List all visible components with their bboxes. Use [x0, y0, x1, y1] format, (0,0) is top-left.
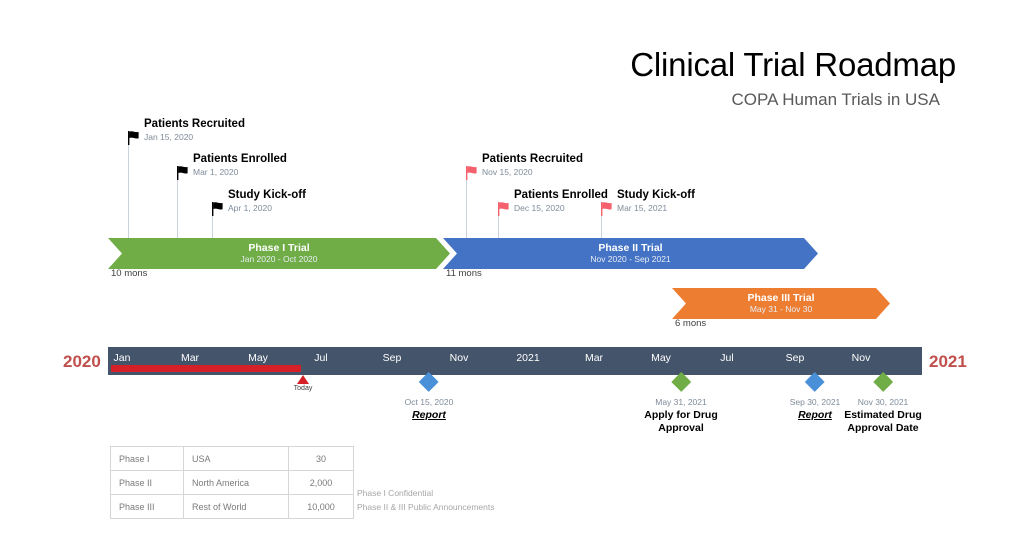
milestone-connector-line: [466, 166, 467, 241]
milestone-title: Study Kick-off: [617, 189, 695, 201]
today-triangle-icon: [297, 375, 309, 384]
flag-icon-red: [466, 166, 482, 180]
flag-icon-black: [177, 166, 193, 180]
table-cell-phase: Phase II: [110, 470, 184, 495]
milestone-date: Mar 15, 2021: [617, 203, 668, 213]
axis-tick-label: Mar: [180, 352, 200, 364]
event-date: Sep 30, 2021: [789, 397, 841, 407]
milestone-date: Apr 1, 2020: [228, 203, 272, 213]
phase-duration-label: 10 mons: [111, 268, 148, 279]
axis-tick-label: Jul: [314, 352, 328, 364]
milestone-connector-line: [177, 166, 178, 241]
axis-tick-label: Sep: [785, 352, 805, 364]
table-cell-region: USA: [183, 446, 289, 471]
axis-tick-label: Jul: [720, 352, 734, 364]
milestone-title: Patients Recruited: [482, 153, 583, 165]
axis-tick-label: Nov: [851, 352, 871, 364]
phase-name: Phase III Trial: [747, 292, 815, 304]
flag-icon-red: [601, 202, 617, 216]
axis-tick-label: Jan: [113, 352, 131, 364]
event-date: May 31, 2021: [655, 397, 707, 407]
event-label: Report: [412, 409, 446, 421]
phase-duration-label: 6 mons: [675, 318, 707, 329]
milestone-date: Mar 1, 2020: [193, 167, 239, 177]
milestone-connector-line: [128, 131, 129, 241]
axis-year-start: 2020: [63, 352, 101, 371]
today-label: Today: [293, 385, 313, 392]
milestone-date: Nov 15, 2020: [482, 167, 533, 177]
milestone-title: Patients Enrolled: [514, 189, 608, 201]
footnote-line: Phase II & III Public Announcements: [357, 502, 495, 512]
event-date: Oct 15, 2020: [404, 397, 454, 407]
table-cell-count: 30: [288, 446, 354, 471]
axis-tick-label: Nov: [449, 352, 469, 364]
milestone-connector-line: [212, 202, 213, 241]
phase-name: Phase I Trial: [248, 242, 310, 254]
event-date: Nov 30, 2021: [857, 397, 909, 407]
table-cell-count: 10,000: [288, 494, 354, 519]
flag-icon-black: [128, 131, 144, 145]
axis-tick-label: Sep: [382, 352, 402, 364]
axis-year-end: 2021: [929, 352, 967, 371]
flag-icon-black: [212, 202, 228, 216]
axis-tick-label: May: [651, 352, 671, 364]
flag-icon-red: [498, 202, 514, 216]
timeline-progress-bar: [111, 365, 301, 372]
axis-tick-label: 2021: [516, 352, 540, 364]
table-cell-count: 2,000: [288, 470, 354, 495]
milestone-title: Patients Enrolled: [193, 153, 287, 165]
table-cell-region: North America: [183, 470, 289, 495]
phase-date-range: May 31 - Nov 30: [749, 304, 813, 314]
table-cell-region: Rest of World: [183, 494, 289, 519]
phase-duration-label: 11 mons: [446, 268, 482, 279]
milestone-connector-line: [498, 202, 499, 241]
axis-tick-label: May: [248, 352, 268, 364]
axis-tick-label: Mar: [584, 352, 604, 364]
milestone-date: Dec 15, 2020: [514, 203, 565, 213]
milestone-title: Patients Recruited: [144, 118, 245, 130]
table-cell-phase: Phase III: [110, 494, 184, 519]
phase-name: Phase II Trial: [598, 242, 663, 254]
page-subtitle: COPA Human Trials in USA: [731, 90, 940, 109]
event-label: Report: [798, 409, 832, 421]
phase-date-range: Jan 2020 - Oct 2020: [240, 254, 318, 264]
milestone-title: Study Kick-off: [228, 189, 306, 201]
milestone-connector-line: [601, 202, 602, 241]
milestone-date: Jan 15, 2020: [144, 132, 194, 142]
footnote-line: Phase I Confidential: [357, 488, 434, 498]
page-title: Clinical Trial Roadmap: [630, 46, 956, 83]
table-cell-phase: Phase I: [110, 446, 184, 471]
phase-date-range: Nov 2020 - Sep 2021: [590, 254, 671, 264]
